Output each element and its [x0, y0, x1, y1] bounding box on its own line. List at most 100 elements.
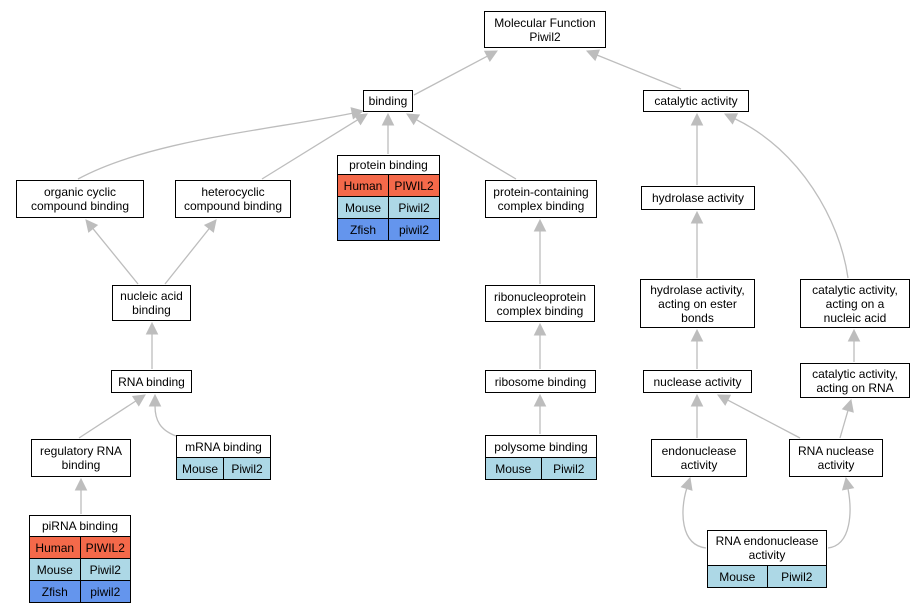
gene-cell: Piwil2	[766, 566, 827, 587]
node-label-line: activity	[680, 458, 718, 472]
species-cell: Mouse	[495, 461, 532, 476]
edge-endonuclease-to-nuclease	[690, 393, 704, 438]
edge-line	[682, 488, 707, 549]
node-label-line: acting on RNA	[816, 380, 894, 395]
edge-catalytic-rna-to-catalytic-nucleic	[847, 328, 861, 362]
node-label-line: RNA nuclease	[797, 444, 875, 458]
species-cell: Mouse	[719, 569, 756, 584]
edge-arrowhead	[74, 477, 88, 491]
edge-binding-to-root	[413, 50, 498, 96]
edge-arrowhead	[841, 398, 854, 413]
node-ribosome-binding: ribosome binding	[485, 370, 596, 393]
edge-arrowhead	[690, 328, 704, 342]
gene-cell: Piwil2	[540, 458, 597, 479]
node-label: protein binding	[338, 156, 439, 174]
edge-line	[596, 54, 682, 90]
edge-line	[261, 119, 358, 180]
edge-heterocyclic-to-binding	[261, 113, 368, 180]
edge-hydrolase-ester-to-hydrolase	[690, 210, 704, 278]
edge-line	[164, 228, 210, 285]
edge-arrowhead	[585, 49, 601, 62]
node-label-line: organic cyclic	[43, 185, 117, 199]
node-label-line: complex binding	[496, 303, 584, 318]
edge-nuclease-to-hydrolase-ester	[690, 328, 704, 369]
edge-line	[78, 400, 137, 439]
edge-pirna-binding-to-regulatory-rna	[74, 477, 88, 514]
node-label-line: mRNA binding	[185, 439, 262, 454]
node-label-line: regulatory RNA	[39, 444, 123, 458]
edge-arrowhead	[145, 321, 159, 335]
species-row: Zfish piwil2	[338, 218, 439, 240]
edge-arrowhead	[841, 476, 855, 491]
species-cell: Zfish	[349, 222, 376, 237]
species-cell: Human	[343, 178, 383, 193]
edge-arrowhead	[148, 393, 162, 407]
node-label: binding	[364, 91, 412, 111]
edge-arrowhead	[533, 322, 547, 336]
node-nuclease: nuclease activity	[643, 370, 752, 393]
gene-cell: piwil2	[388, 219, 439, 240]
node-label-line: ribosome binding	[494, 374, 587, 389]
species-cell: Mouse	[181, 461, 219, 476]
node-label-line: activity	[817, 458, 855, 472]
species-cell: Mouse	[344, 200, 382, 215]
node-label-line: binding	[61, 458, 101, 472]
node-label: hydrolase activity	[642, 187, 754, 209]
edge-mrna-binding-to-rna-binding	[148, 393, 177, 437]
edge-protein-complex-to-binding	[406, 113, 517, 180]
node-label: polysome binding	[486, 436, 596, 457]
species-row: Mouse Piwil2	[486, 457, 596, 479]
node-label-line: RNA binding	[118, 374, 185, 389]
node-label: mRNA binding	[177, 436, 270, 457]
node-label-line: RNA endonuclease	[715, 534, 819, 548]
gene-cell: Piwil2	[223, 458, 270, 479]
edge-arrowhead	[381, 112, 395, 126]
node-label-line: piRNA binding	[41, 519, 119, 533]
node-label-line: catalytic activity,	[812, 282, 898, 297]
edge-protein-binding-to-binding	[381, 112, 395, 154]
node-label-line: catalytic activity	[654, 94, 738, 108]
edge-line	[727, 399, 801, 439]
node-label-line: nuclease activity	[653, 374, 742, 389]
edge-regulatory-rna-to-rna-binding	[78, 394, 146, 439]
node-label: piRNA binding	[30, 516, 130, 536]
edge-arrowhead	[203, 219, 217, 233]
node-label-line: catalytic activity,	[812, 366, 898, 381]
edge-catalytic-to-root	[585, 49, 682, 90]
node-label: RNA binding	[112, 371, 191, 392]
gene-cell: PIWIL2	[79, 537, 131, 558]
node-label-line: hydrolase activity	[651, 191, 745, 205]
node-label-line: activity	[748, 548, 786, 562]
edge-arrowhead	[353, 113, 368, 126]
edge-arrowhead	[680, 476, 693, 491]
edge-rna-nuclease-to-nuclease	[717, 394, 801, 439]
node-label: ribosome binding	[486, 371, 595, 392]
node-catalytic: catalytic activity	[643, 90, 749, 112]
node-label-line: nucleic acid	[120, 289, 183, 303]
edge-arrowhead	[533, 218, 547, 232]
edge-arrowhead	[690, 393, 704, 407]
node-label-line: acting on ester	[658, 296, 737, 311]
